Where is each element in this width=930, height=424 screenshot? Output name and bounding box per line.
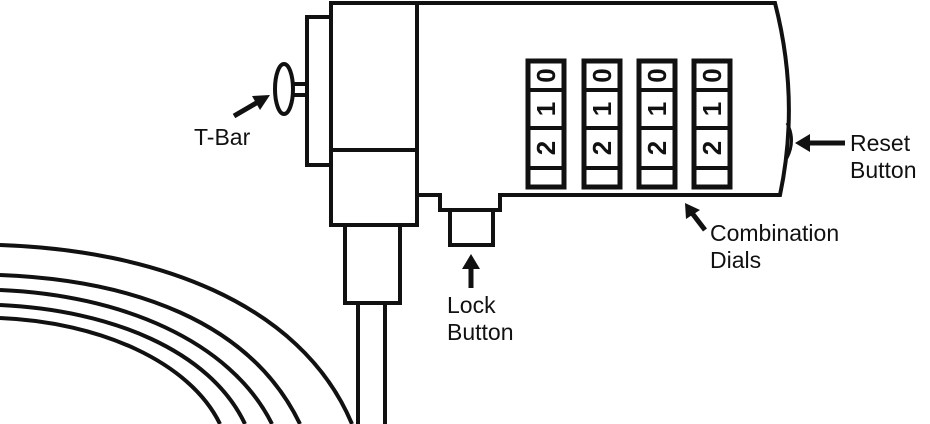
dial-digit: 2: [587, 141, 617, 155]
reset-button[interactable]: [785, 122, 793, 159]
combination-dial[interactable]: 0 1 2: [636, 58, 678, 190]
dial-digit: 1: [697, 102, 727, 116]
combination-dials-label-line2: Dials: [710, 247, 762, 273]
t-bar[interactable]: [273, 62, 307, 116]
combination-dials[interactable]: 0 1 2 0 1 2 0 1 2 0 1 2: [525, 58, 733, 190]
lock-button-label-line2: Button: [447, 319, 514, 345]
dial-digit: 0: [587, 68, 617, 82]
t-bar-plate: [305, 15, 333, 167]
combination-dials-label: Combination Dials: [710, 220, 839, 274]
lock-button-arrow: [462, 254, 480, 288]
cables: [0, 243, 354, 424]
arrows: [232, 95, 845, 288]
dial-digit: 0: [697, 68, 727, 82]
dial-digit: 2: [531, 141, 561, 155]
lock-button[interactable]: [448, 208, 495, 247]
lock-button-label: Lock Button: [447, 292, 514, 346]
reset-arrow: [795, 134, 845, 152]
t-bar-label: T-Bar: [194, 124, 251, 150]
lock-head-block: [329, 1, 419, 227]
combination-dial[interactable]: 0 1 2: [581, 58, 623, 190]
combination-dial[interactable]: 0 1 2: [691, 58, 733, 190]
reset-button-label-line2: Button: [850, 157, 917, 183]
dial-digit: 2: [697, 141, 727, 155]
dial-digit: 0: [642, 68, 672, 82]
dial-digit: 0: [531, 68, 561, 82]
combination-arrow: [685, 203, 707, 232]
lock-button-label-line1: Lock: [447, 292, 496, 318]
t-bar-arrow: [232, 95, 270, 119]
dial-digit: 1: [642, 102, 672, 116]
combination-dials-label-line1: Combination: [710, 220, 840, 246]
dial-digit: 2: [642, 141, 672, 155]
combination-dial[interactable]: 0 1 2: [525, 58, 567, 190]
reset-button-label-line1: Reset: [850, 130, 911, 156]
dial-digit: 1: [587, 102, 617, 116]
cable-stem: [356, 303, 387, 424]
reset-button-label: Reset Button: [850, 130, 917, 184]
cable-collar: [343, 223, 402, 305]
dial-digit: 1: [531, 102, 561, 116]
